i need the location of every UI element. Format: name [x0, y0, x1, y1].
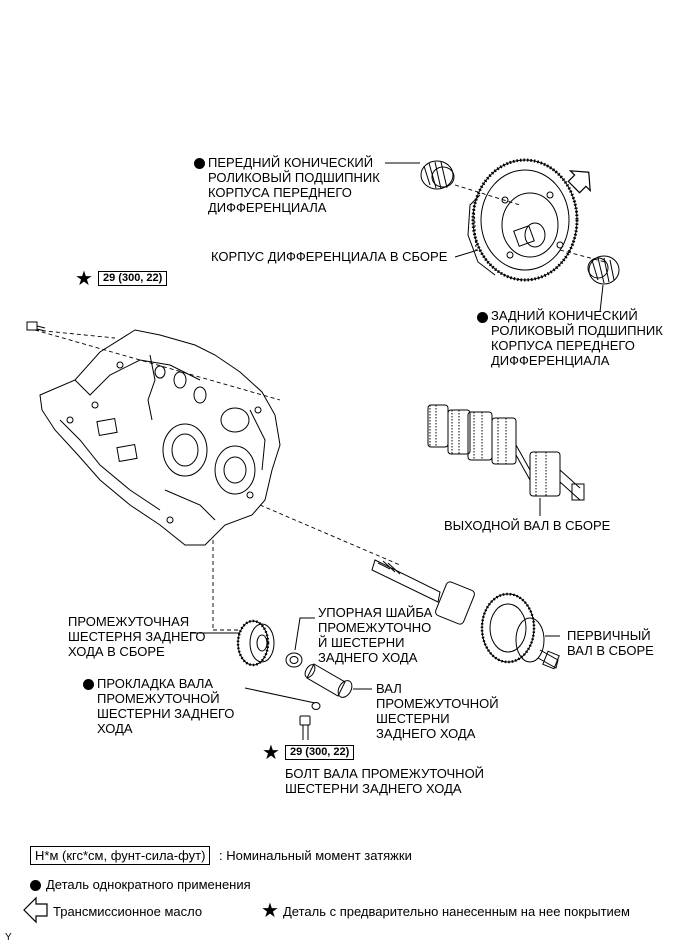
dash-input-axis: [259, 504, 401, 566]
star-icon: ★: [262, 740, 280, 764]
non-reusable-icon: [194, 158, 205, 169]
dash-diff-axis-2: [559, 249, 606, 263]
non-reusable-icon: [477, 312, 488, 323]
legend-oil-arrow-icon: [23, 896, 48, 924]
label-rear-bearing: ЗАДНИЙ КОНИЧЕСКИЙ РОЛИКОВЫЙ ПОДШИПНИК КО…: [491, 308, 663, 368]
idler-shaft: [304, 663, 353, 698]
legend-unit-box: Н*м (кгс*см, фунт-сила-фут): [30, 846, 211, 865]
label-shaft-gasket: ПРОКЛАДКА ВАЛА ПРОМЕЖУТОЧНОЙ ШЕСТЕРНИ ЗА…: [97, 676, 235, 736]
case-bolt: [26, 321, 46, 332]
shaft-gasket: [311, 702, 321, 710]
label-thrust-washer: УПОРНАЯ ШАЙБА ПРОМЕЖУТОЧНО Й ШЕСТЕРНИ ЗА…: [318, 605, 433, 665]
leader-shaft-gasket: [244, 687, 316, 704]
dash-diff-axis: [454, 184, 521, 206]
legend-oil-text: Трансмиссионное масло: [53, 904, 203, 919]
label-output-shaft: ВЫХОДНОЙ ВАЛ В СБОРЕ: [444, 518, 611, 533]
legend-precoated-text: Деталь с предварительно нанесенным на не…: [283, 904, 630, 919]
leader-rear-bearing: [599, 284, 604, 313]
front-diff-bearing: [420, 160, 455, 190]
label-diff-case: КОРПУС ДИФФЕРЕНЦИАЛА В СБОРЕ: [211, 249, 448, 264]
label-idler-gear: ПРОМЕЖУТОЧНАЯ ШЕСТЕРНЯ ЗАДНЕГО ХОДА В СБ…: [68, 614, 206, 659]
rear-diff-bearing: [587, 255, 620, 285]
legend-non-reusable-icon: [30, 880, 41, 891]
oil-arrow-icon: [567, 170, 591, 194]
idler-shaft-bolt: [299, 715, 311, 740]
thrust-washer: [285, 652, 303, 668]
legend-star-icon: ★: [261, 898, 279, 922]
star-icon: ★: [75, 266, 93, 290]
non-reusable-icon: [83, 679, 94, 690]
output-shaft: [427, 404, 585, 501]
legend-unit-text: : Номинальный момент затяжки: [219, 848, 412, 863]
label-input-shaft: ПЕРВИЧНЫЙ ВАЛ В СБОРЕ: [567, 628, 654, 658]
legend-non-reusable-text: Деталь однократного применения: [46, 877, 251, 892]
transaxle-case: [39, 329, 281, 546]
label-idler-shaft: ВАЛ ПРОМЕЖУТОЧНОЙ ШЕСТЕРНИ ЗАДНЕГО ХОДА: [376, 681, 499, 741]
label-shaft-bolt: БОЛТ ВАЛА ПРОМЕЖУТОЧНОЙ ШЕСТЕРНИ ЗАДНЕГО…: [285, 766, 485, 796]
dash-case-bolt-2: [34, 329, 281, 401]
input-gear-teeth: [480, 592, 536, 664]
label-front-bearing: ПЕРЕДНИЙ КОНИЧЕСКИЙ РОЛИКОВЫЙ ПОДШИПНИК …: [208, 155, 380, 215]
dash-case-bolt: [34, 329, 116, 339]
corner-mark: Y: [5, 932, 12, 943]
diff-ring-gear-teeth: [471, 158, 579, 282]
idler-gear-teeth: [236, 619, 270, 667]
torque-shaft-bolt: 29 (300, 22): [285, 745, 355, 760]
leader-thrust-washer: [294, 617, 315, 651]
torque-case-bolt: 29 (300, 22): [98, 271, 168, 286]
